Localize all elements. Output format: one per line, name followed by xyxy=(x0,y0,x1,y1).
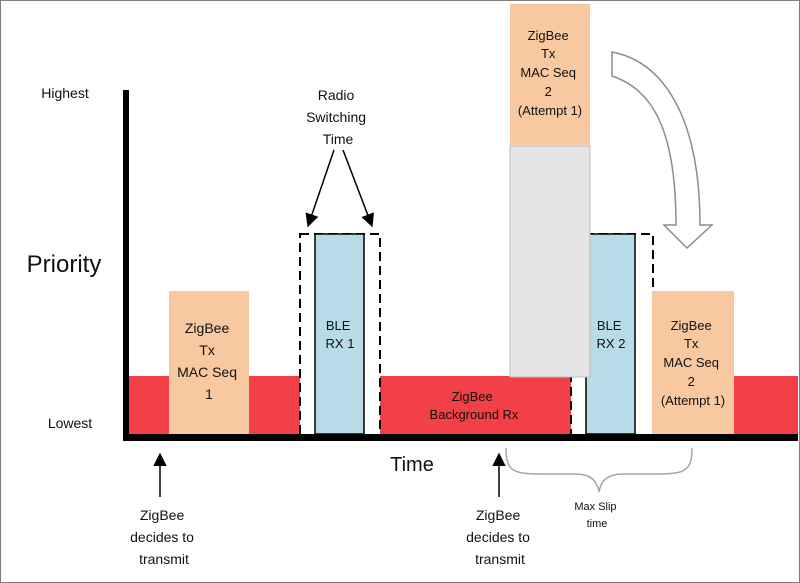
zigbee-tx-2-low-block xyxy=(652,291,734,434)
y-axis xyxy=(123,90,129,440)
ble-rx-2-block xyxy=(585,233,636,435)
switching-arrow-left xyxy=(305,149,335,228)
x-axis-label: Time xyxy=(390,454,434,476)
radio-switching-label: Radio Switching Time xyxy=(306,87,370,147)
zigbee-tx-1-block xyxy=(169,291,249,434)
decides-2-label: ZigBee decides to transmit xyxy=(466,507,534,567)
max-slip-shade xyxy=(509,145,591,378)
zigbee-tx-2-high-label: ZigBee Tx MAC Seq 2 (Attempt 1) xyxy=(518,28,582,118)
y-axis-label: Priority xyxy=(27,251,102,278)
max-slip-brace xyxy=(505,447,693,493)
zigbee-tx-2-high-block xyxy=(510,4,590,146)
decides-1-label: ZigBee decides to transmit xyxy=(130,507,198,567)
ble-rx-1-label: BLE RX 1 xyxy=(326,318,355,351)
x-axis xyxy=(123,434,798,441)
ble-rx-1-block xyxy=(314,233,365,435)
slip-curved-arrow-icon xyxy=(611,51,714,250)
ble-rx-2-label: BLE RX 2 xyxy=(597,318,626,351)
zigbee-tx-2-low-label: ZigBee Tx MAC Seq 2 (Attempt 1) xyxy=(661,318,725,408)
y-axis-bottom-label: Lowest xyxy=(48,415,92,431)
background-rx-label: ZigBee Background Rx xyxy=(430,389,519,422)
max-slip-label: Max Slip time xyxy=(574,501,619,530)
switching-arrow-right xyxy=(342,149,374,228)
y-axis-top-label: Highest xyxy=(41,85,89,101)
zigbee-tx-1-label: ZigBee Tx MAC Seq 1 xyxy=(177,320,241,402)
